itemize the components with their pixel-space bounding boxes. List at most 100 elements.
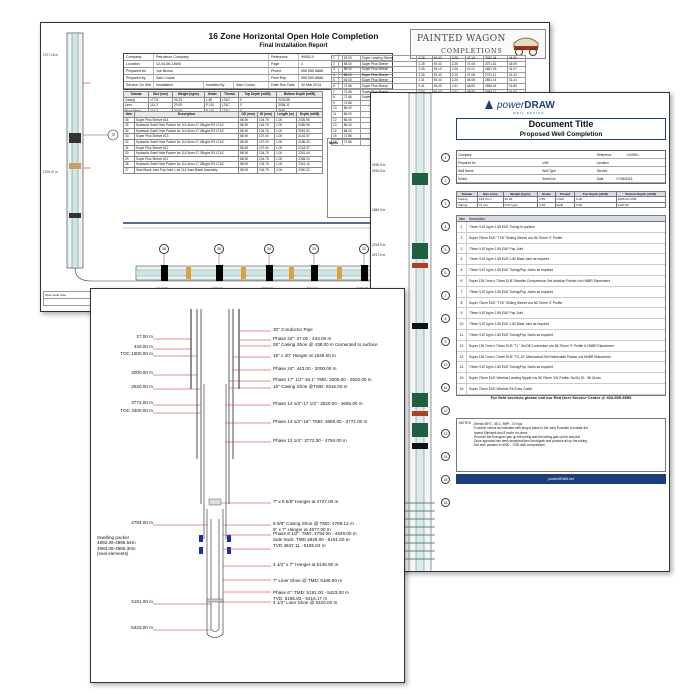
item-number: 2 — [457, 232, 467, 243]
depth-label: TOC 1500.00 m — [120, 351, 153, 356]
location-label: Location — [124, 61, 154, 67]
item-description: 73mm 9.67 kg/m J-55 EUE Tubing to surfac… — [469, 225, 535, 229]
sleeve-cell: 45.09 — [506, 60, 527, 68]
item-number: 4 — [457, 254, 467, 265]
install-value: Sam Cooke — [234, 82, 269, 88]
balloon-label: 12 — [441, 406, 450, 415]
casing-cell: 0 — [237, 102, 278, 109]
item-number: 1 — [457, 222, 467, 232]
casing-cell: Liner — [122, 102, 150, 109]
item-header-cell: Description — [133, 111, 240, 118]
item-description: Super 73mm EUE "TXS" Sliding Sleeve c/w … — [469, 300, 563, 305]
well-type-label: Well Type — [542, 169, 557, 173]
item-cell: 2390.22 — [296, 166, 323, 174]
sleeve-cell: 47.01 — [464, 66, 484, 73]
balloon-label: 36 — [159, 244, 169, 254]
schematic-label: 9 5/8" Casing Shoe @ TMD: 4789.12 m — [273, 521, 354, 526]
depth-label: TOC 3400.00 m — [120, 408, 153, 413]
company-value: Petroleum Company — [154, 54, 269, 60]
item-header: Item — [459, 217, 466, 221]
casing-header-cell: Tubular — [122, 91, 150, 98]
schematic-label: Phase 24": 443.00 - 2000.00 m — [273, 366, 337, 371]
item-cell: Hydraulic Swell Hole Packer for 114.3mm … — [133, 161, 240, 168]
tubular-cell: 9.67 kg/m — [502, 201, 539, 209]
prepared-label: Prepared for — [458, 161, 476, 165]
balloon-label: 7 — [441, 291, 450, 300]
depth-label: 1376.47 m — [43, 170, 59, 174]
sleeve-cell: 88.00 — [341, 60, 361, 68]
item-description: 73mm 9.67 kg/m J-55 EUE Pup Joint — [469, 246, 524, 251]
item-number: 10 — [457, 319, 467, 329]
item-number: 7 — [457, 286, 467, 297]
logo-sub: COMPLETIONS — [441, 47, 503, 55]
sleeve-cell: 2.25 — [449, 66, 466, 73]
logo-power: power — [497, 99, 525, 111]
notes-box: NOTES -Stretch BHT - 55 C, BHP - 10 Kpa … — [456, 418, 666, 472]
item-description: Super 139.7mm x 73mm EUE "TX-10" Mechani… — [469, 354, 611, 359]
footer-link[interactable]: powerDRAW.net — [456, 474, 666, 484]
casing-cell: 114.3 — [148, 102, 173, 109]
balloon-label: 11 — [441, 383, 450, 392]
sleeve-cell: 2.28 — [416, 71, 433, 79]
item-description: 73mm 9.67 kg/m J-55 EUE Pup Joint — [469, 311, 524, 316]
item-number: 5 — [457, 265, 467, 275]
item-header-cell: OD (mm) — [238, 111, 258, 118]
sleeve-cell: 31.41 — [506, 77, 527, 84]
item-number: 9 — [457, 308, 467, 319]
balloon-label: 5 — [441, 245, 450, 254]
report-title: 16 Zone Horizontal Open Hole Completion — [208, 31, 379, 41]
balloon-label: 35 — [214, 244, 224, 254]
schematic-label: TVD: 5185.83 - 5416.17 m — [273, 596, 328, 601]
schematic-label: Phase 6": TMD: 5191.00 - 5423.00 m — [273, 590, 349, 595]
schematic-label: Phase 8 1/2": TMD: 4794.00 - 4849.00 m — [273, 531, 357, 536]
balloon-label: 9 — [441, 337, 450, 346]
tubular-cell: 2107.00 — [615, 201, 667, 209]
item-number: 14 — [457, 362, 467, 373]
schematic-label: 30" Conductor Pipe — [273, 327, 313, 332]
well-label: Well Name — [458, 169, 474, 173]
balloon-label: 10 — [441, 360, 450, 369]
well-form: Company Reference <NONE> Prepared for UW… — [456, 150, 666, 184]
packer-note-line: 4983.08-4986.30m — [97, 545, 136, 551]
item-description: 73mm 9.67 kg/m J-55 EUE Tubing/Pup Joint… — [469, 268, 554, 273]
tubular-header-cell: Top Depth (mKB) — [574, 190, 617, 198]
casing-header-cell: Size (mm) — [148, 91, 173, 98]
sleeve-cell: 31.80 — [506, 83, 527, 90]
schematic-label: Phase 32": 27.00 - 443.00 m — [273, 336, 332, 341]
item-cell: 88.90 — [238, 166, 258, 174]
logo-name: PAINTED WAGON — [417, 34, 506, 44]
item-header-cell: Depth (mKB) — [296, 111, 323, 118]
item-number: 8 — [457, 297, 467, 308]
sleeve-cell: 88.00 — [341, 66, 361, 73]
item-number: 3 — [457, 243, 467, 254]
item-number: 13 — [457, 351, 467, 362]
depth-label: 2215.0 m — [372, 243, 386, 247]
casing-header-cell: Grade — [203, 91, 221, 98]
sleeve-cell: 47.08 — [464, 71, 484, 79]
item-description: 73mm 9.67 kg/m J-55 EUE 1.80 Blast Joint… — [469, 257, 550, 262]
casing-header-cell: Top Depth (mKB) — [237, 91, 278, 98]
item-description: Super 73mm EUE Wireline Landing Nipple c… — [469, 376, 602, 381]
sleeve-cell: 2.25 — [449, 77, 466, 84]
install-label: Installed By — [204, 82, 234, 88]
depth-label: 440.00 m — [133, 344, 153, 349]
schematic-label: TVD 4847.11 - 5185.83 m — [273, 543, 326, 548]
sleeve-cell: 2.25 — [449, 60, 466, 68]
sleeve-cell: 86.00 — [341, 105, 361, 112]
logo-draw: DRAW — [524, 99, 555, 111]
item-number: 15 — [457, 373, 467, 383]
